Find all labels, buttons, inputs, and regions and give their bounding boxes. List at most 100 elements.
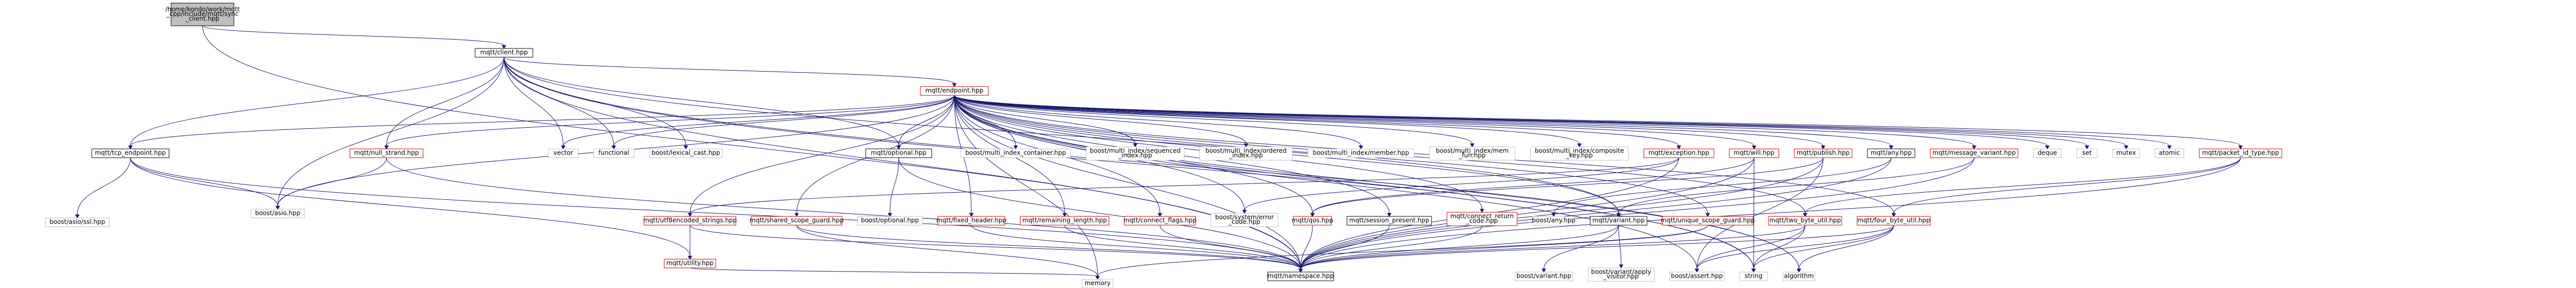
node-lexical-cast[interactable]: boost/lexical_cast.hpp [649, 148, 723, 158]
node-message-variant[interactable]: mqtt/message_variant.hpp [1930, 148, 2018, 158]
node-any-mqtt[interactable]: mqtt/any.hpp [1867, 148, 1915, 158]
node-set[interactable]: set [2076, 148, 2098, 158]
node-remaining-length[interactable]: mqtt/remaining_length.hpp [1020, 216, 1109, 226]
edge-message_variant-to-namespace [1300, 157, 1975, 269]
edge-endpoint-to-mi_sequenced [954, 95, 1136, 144]
node-atomic[interactable]: atomic [2154, 148, 2184, 158]
node-box [664, 259, 716, 268]
edge-any_mqtt-to-boost_any [1553, 157, 1892, 214]
node-will[interactable]: mqtt/will.hpp [1729, 148, 1779, 158]
node-label: _code.hpp [1228, 218, 1260, 226]
node-asio-ssl[interactable]: boost/asio/ssl.hpp [45, 217, 110, 227]
edge-connect_return_code-to-namespace [1300, 225, 1483, 269]
node-box [171, 3, 234, 26]
node-utility[interactable]: mqtt/utility.hpp [664, 259, 716, 268]
node-boost-any[interactable]: boost/any.hpp [1532, 216, 1575, 226]
node-label: boost/lexical_cast.hpp [651, 149, 720, 157]
node-tcp-endpoint[interactable]: mqtt/tcp_endpoint.hpp [91, 148, 170, 158]
node-algorithm[interactable]: algorithm [1782, 272, 1815, 281]
node-box [1267, 272, 1334, 281]
node-asio[interactable]: boost/asio.hpp [250, 209, 305, 218]
edge-publish-to-qos [1312, 157, 1824, 214]
node-boost-optional[interactable]: boost/optional.hpp [857, 216, 923, 226]
node-system-error[interactable]: boost/system/error_code.hpp [1210, 213, 1278, 227]
node-string[interactable]: string [1739, 272, 1768, 281]
edge-two_byte_util-to-namespace [1300, 225, 1806, 269]
node-two-byte-util[interactable]: mqtt/two_byte_util.hpp [1768, 216, 1842, 226]
edge-two_byte_util-to-boost_assert [1696, 225, 1806, 269]
edge-session_present-to-namespace [1300, 225, 1390, 269]
edge-arrowhead [1889, 145, 1894, 149]
node-fixed-header[interactable]: mqtt/fixed_header.hpp [936, 216, 1006, 226]
edge-arrowhead [1705, 213, 1710, 217]
node-mi-container[interactable]: boost/multi_index_container.hpp [960, 148, 1071, 158]
edge-endpoint-to-publish [954, 95, 1824, 146]
edge-four_byte_util-to-string [1753, 225, 1894, 269]
node-connect-flags[interactable]: mqtt/connect_flags.hpp [1123, 216, 1197, 226]
node-unique-scope-guard[interactable]: mqtt/unique_scope_guard.hpp [1661, 216, 1755, 226]
edge-arrowhead [1891, 213, 1896, 217]
edge-client-to-string [503, 57, 1754, 269]
node-box [649, 148, 723, 158]
node-label: boost/variant.hpp [1517, 273, 1571, 280]
node-mi-composite[interactable]: boost/multi_index/composite_key.hpp [1530, 146, 1629, 161]
node-mi-sequenced[interactable]: boost/multi_index/sequenced_index.hpp [1086, 146, 1185, 161]
edge-publish-to-namespace [1300, 157, 1824, 269]
edge-endpoint-to-mi_ordered [954, 95, 1247, 144]
edge-four_byte_util-to-algorithm [1798, 225, 1894, 269]
node-client[interactable]: mqtt/client.hpp [475, 48, 533, 58]
node-box [1429, 146, 1516, 161]
node-packet-id-type[interactable]: mqtt/packet_id_type.hpp [2199, 148, 2282, 158]
edge-tcp_endpoint-to-asio [130, 157, 278, 207]
node-label: mqtt/null_strand.hpp [354, 149, 419, 157]
node-utf8[interactable]: mqtt/utf8encoded_strings.hpp [643, 216, 737, 226]
node-box [91, 148, 170, 158]
edge-endpoint-to-boost_assert [954, 95, 1697, 269]
node-label: boost/optional.hpp [861, 217, 919, 224]
node-box [937, 216, 1005, 226]
node-mi-member[interactable]: boost/multi_index/member.hpp [1307, 148, 1415, 158]
edge-client-to-lexical_cast [503, 57, 686, 146]
node-vector[interactable]: vector [548, 148, 579, 158]
edge-endpoint-to-namespace [954, 95, 1301, 269]
edge-arrowhead [1310, 213, 1315, 217]
node-boost-assert[interactable]: boost/assert.hpp [1669, 272, 1725, 281]
node-functional[interactable]: functional [593, 148, 634, 158]
edge-packet_id_type-to-four_byte_util [1893, 157, 2241, 214]
node-null-strand[interactable]: mqtt/null_strand.hpp [349, 148, 424, 158]
edge-arrowhead [1803, 213, 1808, 217]
node-box [349, 148, 424, 158]
node-box [1782, 272, 1815, 281]
node-deque[interactable]: deque [2033, 148, 2062, 158]
edge-arrowhead [1062, 213, 1067, 217]
node-mi-ordered[interactable]: boost/multi_index/ordered_index.hpp [1199, 146, 1293, 161]
node-optional-mqtt[interactable]: mqtt/optional.hpp [865, 148, 932, 158]
node-namespace[interactable]: mqtt/namespace.hpp [1267, 272, 1334, 281]
node-variant-mqtt[interactable]: mqtt/variant.hpp [1590, 216, 1647, 226]
node-root: /home/kondo/work/mqtt_cpp/include/mqtt/s… [165, 3, 240, 26]
node-label: mqtt/utf8encoded_strings.hpp [643, 217, 737, 224]
node-mi-mem-fun[interactable]: boost/multi_index/mem_fun.hpp [1429, 146, 1516, 161]
node-session-present[interactable]: mqtt/session_present.hpp [1346, 216, 1432, 226]
node-publish[interactable]: mqtt/publish.hpp [1794, 148, 1853, 158]
node-qos[interactable]: mqtt/qos.hpp [1292, 216, 1334, 226]
node-label: mqtt/connect_return [1450, 213, 1513, 220]
edge-endpoint-to-null_strand [386, 95, 955, 146]
node-connect-return-code[interactable]: mqtt/connect_return_code.hpp [1446, 212, 1518, 226]
edge-remaining_length-to-namespace [1064, 225, 1301, 269]
node-memory[interactable]: memory [1082, 279, 1114, 288]
node-endpoint[interactable]: mqtt/endpoint.hpp [920, 86, 989, 96]
node-boost-variant[interactable]: boost/variant.hpp [1514, 272, 1573, 281]
node-four-byte-util[interactable]: mqtt/four_byte_util.hpp [1857, 216, 1931, 226]
node-shared-scope-guard[interactable]: mqtt/shared_scope_guard.hpp [750, 216, 844, 226]
node-label: mqtt/publish.hpp [1797, 149, 1850, 157]
node-box [1729, 148, 1779, 158]
node-box [250, 209, 305, 218]
node-mutex[interactable]: mutex [2112, 148, 2140, 158]
node-box [45, 217, 110, 227]
node-label: mqtt/message_variant.hpp [1932, 149, 2016, 157]
node-variant-apply[interactable]: boost/variant/apply_visitor.hpp [1588, 267, 1655, 282]
node-exception[interactable]: mqtt/exception.hpp [1643, 148, 1714, 158]
edge-utility-to-memory [689, 267, 1098, 277]
node-label: boost/multi_index/ordered [1205, 147, 1287, 155]
